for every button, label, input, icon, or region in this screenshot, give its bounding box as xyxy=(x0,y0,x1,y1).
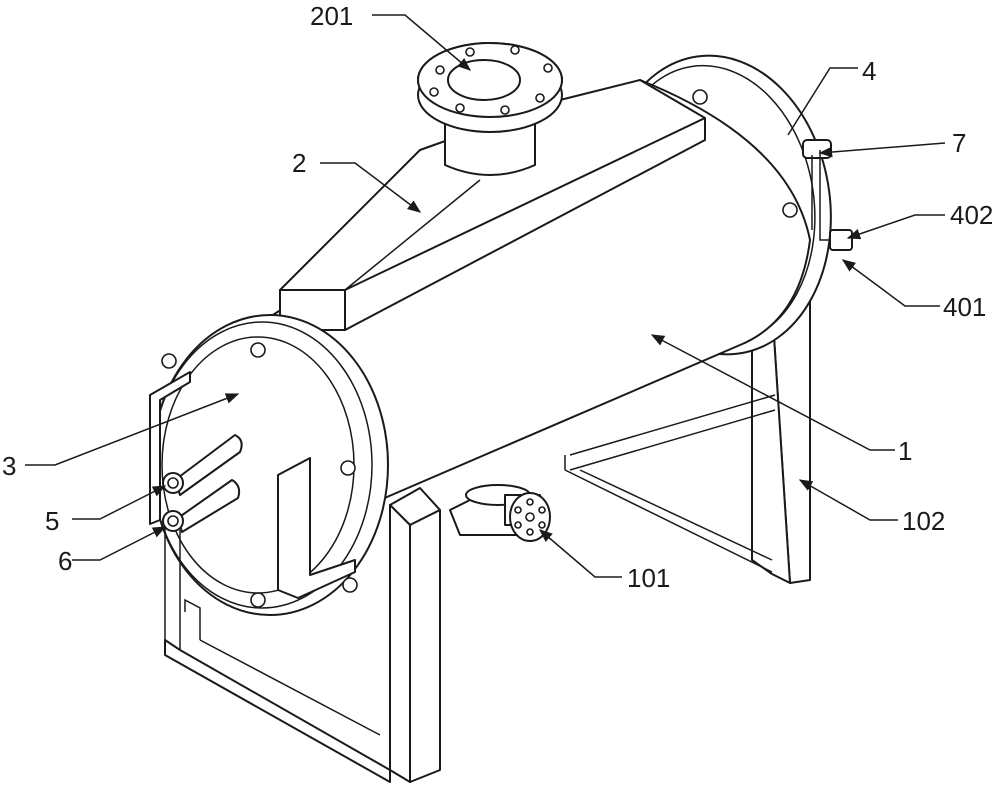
label-402: 402 xyxy=(950,200,993,230)
label-401: 401 xyxy=(943,292,986,322)
label-1: 1 xyxy=(898,436,912,466)
left-support-frame xyxy=(164,487,441,783)
label-102: 102 xyxy=(902,506,945,536)
label-6: 6 xyxy=(58,546,72,576)
label-4: 4 xyxy=(862,56,876,86)
right-support-frame xyxy=(564,281,811,584)
main-cylinder xyxy=(264,79,811,501)
leader-lines xyxy=(25,14,946,578)
label-101: 101 xyxy=(627,563,670,593)
part-labels: 201 2 4 7 402 401 3 5 6 1 102 101 xyxy=(2,1,993,593)
label-201: 201 xyxy=(310,1,353,31)
label-5: 5 xyxy=(45,506,59,536)
top-outlet-flange xyxy=(417,42,563,176)
label-2: 2 xyxy=(292,148,306,178)
bottom-valve xyxy=(449,484,551,542)
label-3: 3 xyxy=(2,451,16,481)
label-7: 7 xyxy=(952,128,966,158)
door-handles xyxy=(149,371,356,599)
